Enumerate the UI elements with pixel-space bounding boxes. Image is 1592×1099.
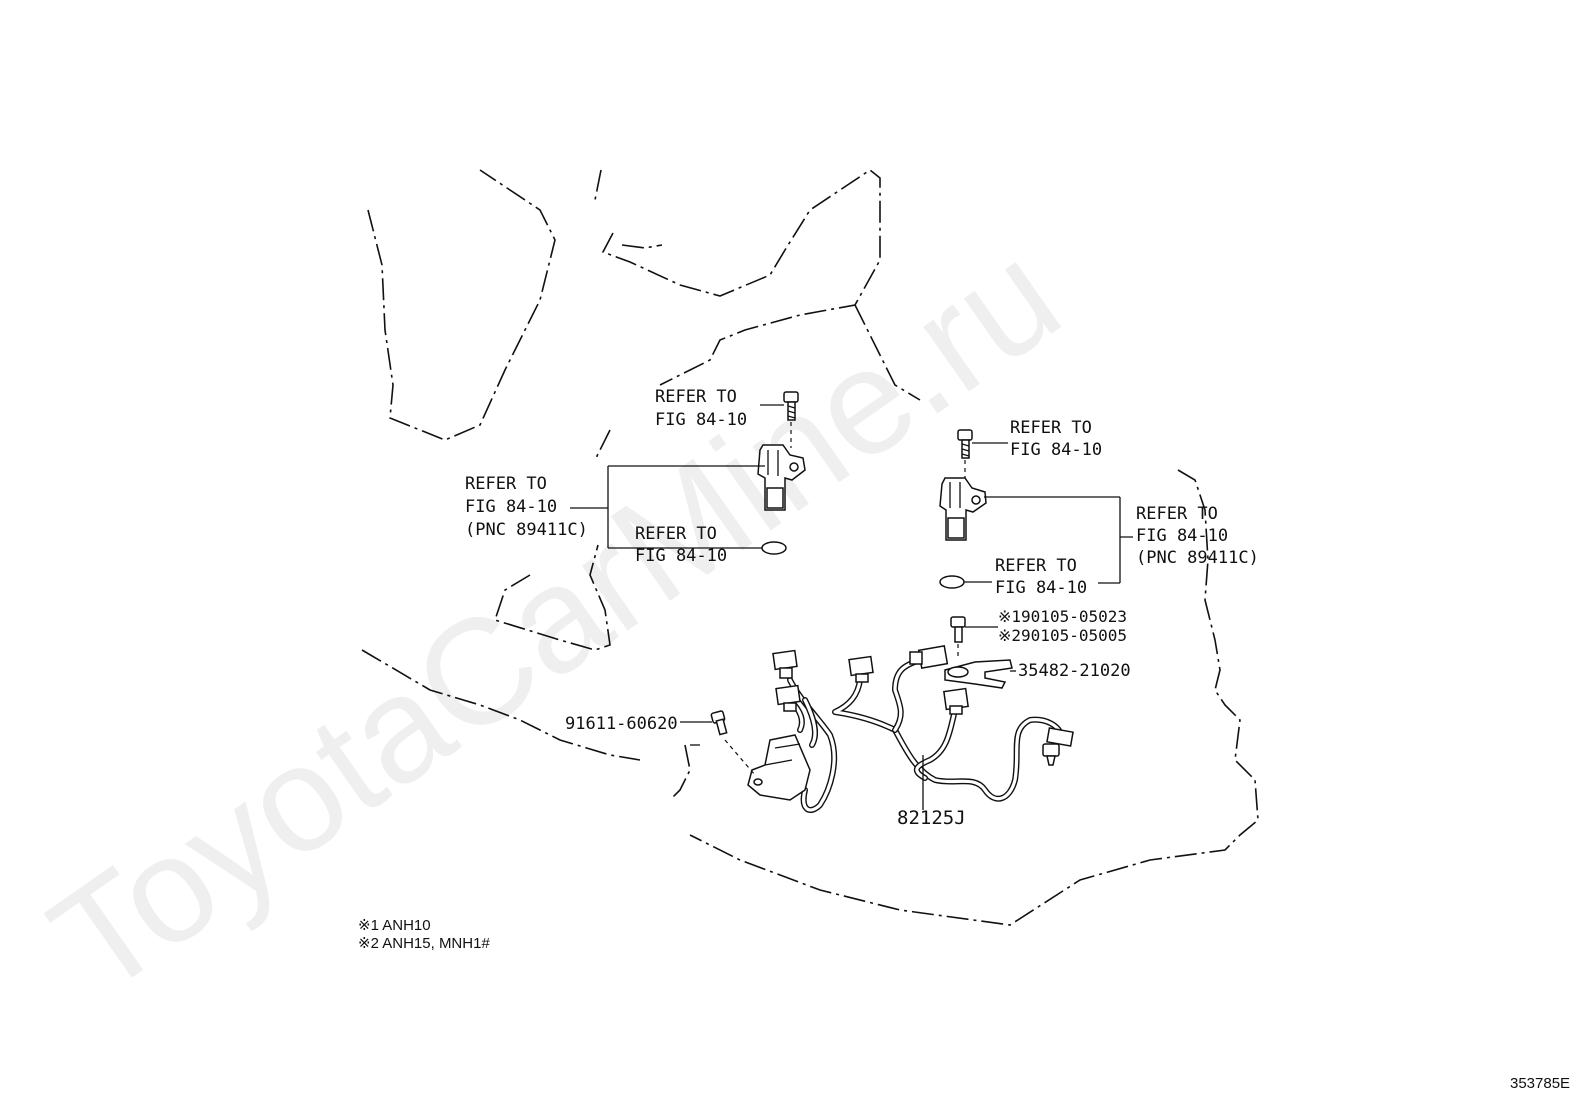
right-oring-ref-line1: REFER TO — [995, 556, 1077, 576]
left-bolt-ref-line2: FIG 84-10 — [655, 410, 747, 430]
right-oring-ref-line2: FIG 84-10 — [995, 578, 1087, 598]
watermark: ToyotaCarMine.ru — [22, 210, 1088, 1027]
left-sensor-ref-line2: FIG 84-10 — [465, 497, 557, 517]
switch-bolt-icon — [710, 710, 728, 736]
connector-icon — [909, 645, 949, 669]
right-bolt-ref-line1: REFER TO — [1010, 418, 1092, 438]
left-bolt-icon — [783, 391, 799, 421]
left-oring-ref-line2: FIG 84-10 — [635, 546, 727, 566]
connector-icon — [775, 684, 801, 712]
right-sensor-ref-line3: (PNC 89411C) — [1136, 548, 1259, 568]
connector-icon — [943, 687, 969, 715]
bracket-plate-icon — [944, 659, 1013, 689]
left-sensor-group — [570, 391, 806, 555]
right-sensor-ref-line1: REFER TO — [1136, 504, 1218, 524]
footnote-1: ※1 ANH10 — [358, 917, 431, 934]
bolt-note-2: ※290105-05005 — [998, 626, 1127, 645]
footnote-2: ※2 ANH15, MNH1# — [358, 935, 490, 952]
left-bolt-ref-line1: REFER TO — [655, 387, 737, 407]
switch-part-number: 91611-60620 — [565, 714, 678, 734]
bracket-part-number: 35482-21020 — [1018, 661, 1131, 681]
right-sensor-icon — [939, 477, 987, 541]
connector-icon — [1042, 727, 1074, 766]
left-sensor-ref-line1: REFER TO — [465, 474, 547, 494]
wire-harness — [747, 645, 1074, 813]
left-sensor-icon — [757, 444, 806, 511]
left-oring-icon — [761, 541, 787, 555]
bolt-note-1: ※190105-05023 — [998, 607, 1127, 626]
figure-id: 353785E — [1510, 1075, 1570, 1092]
left-oring-ref-line1: REFER TO — [635, 524, 717, 544]
connector-icon — [848, 655, 874, 683]
housing-outline — [361, 169, 1259, 926]
harness-part-number: 82125J — [897, 807, 966, 829]
right-bolt-ref-line2: FIG 84-10 — [1010, 440, 1102, 460]
switch-body-icon — [747, 734, 811, 801]
right-bolt-icon — [957, 429, 973, 459]
right-sensor-group — [939, 429, 1133, 589]
bracket-bolt-icon — [950, 616, 966, 643]
right-sensor-ref-line2: FIG 84-10 — [1136, 526, 1228, 546]
bracket-group — [944, 616, 1016, 689]
left-sensor-ref-line3: (PNC 89411C) — [465, 520, 588, 540]
connector-icon — [772, 649, 798, 679]
right-oring-icon — [939, 575, 965, 589]
